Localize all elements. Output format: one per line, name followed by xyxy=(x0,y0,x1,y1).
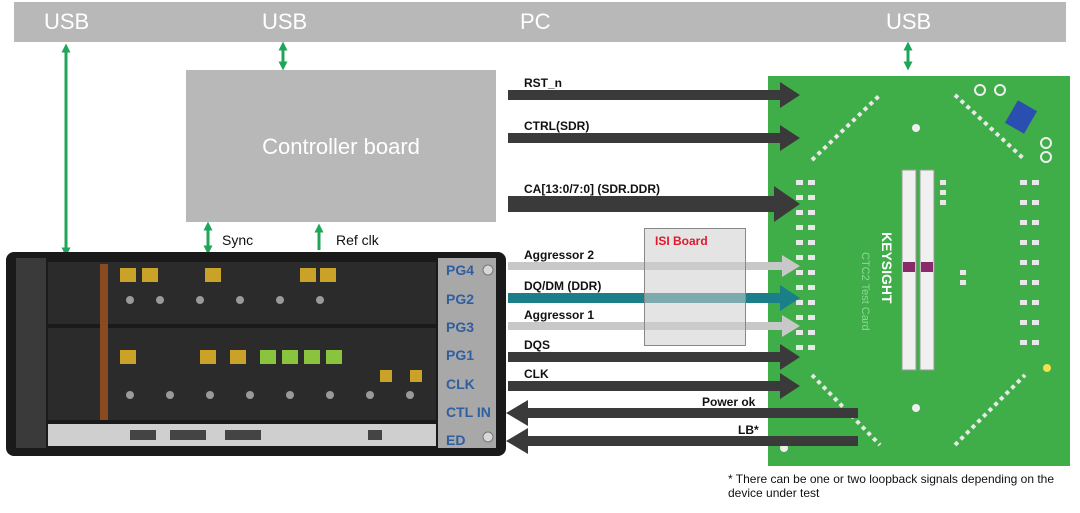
test-card-pads xyxy=(796,180,1039,350)
usb-left-label: USB xyxy=(44,9,90,34)
module-connectors-gold xyxy=(120,268,422,382)
chassis-port-knobs xyxy=(482,264,494,443)
module-connectors-silver xyxy=(126,296,414,399)
arrow-lb xyxy=(506,428,858,454)
controller-board: Controller board xyxy=(186,70,496,222)
arrow-ca xyxy=(508,186,800,222)
pcb-hole-top xyxy=(912,124,920,132)
signal-ctrl: CTRL(SDR) xyxy=(524,119,590,133)
test-card-title: CTC2 Test Card xyxy=(859,252,871,331)
signal-lb: LB* xyxy=(738,423,759,437)
port-ctl-in: CTL IN xyxy=(446,404,491,420)
port-clk: CLK xyxy=(446,376,475,392)
module-bottom-ports xyxy=(130,430,382,440)
ref-clk-label: Ref clk xyxy=(336,232,379,248)
signal-aggressor1: Aggressor 1 xyxy=(524,308,595,322)
isi-board-label: ISI Board xyxy=(655,234,708,248)
port-pg4: PG4 xyxy=(446,262,475,278)
module-connectors-green xyxy=(260,350,342,364)
pcb-chip xyxy=(1004,100,1038,134)
pcb-led xyxy=(1043,364,1051,372)
sync-label: Sync xyxy=(222,232,254,248)
signal-power-ok: Power ok xyxy=(702,395,756,409)
isi-board: ISI Board xyxy=(644,228,746,346)
usb-mid-label: USB xyxy=(262,9,308,34)
signal-dqs: DQS xyxy=(524,338,551,352)
usb-right-label: USB xyxy=(886,9,932,34)
controller-board-label: Controller board xyxy=(262,134,420,159)
module-top xyxy=(48,262,436,324)
slot-marker-left xyxy=(903,262,915,272)
test-card-pcb xyxy=(768,76,1070,466)
test-card-brand: KEYSIGHT xyxy=(879,232,895,304)
pcb-mount-2 xyxy=(994,84,1006,96)
port-ed: ED xyxy=(446,432,466,448)
pcb-mount-4 xyxy=(1040,151,1052,163)
pc-bar xyxy=(14,2,1066,42)
arrow-clk xyxy=(508,373,800,399)
arrow-ctrl xyxy=(508,125,800,151)
arrow-rst-n xyxy=(508,82,800,108)
chassis-left-rail xyxy=(16,258,46,448)
slot-marker-right xyxy=(921,262,933,272)
arrow-dqs xyxy=(508,344,800,370)
signal-clk: CLK xyxy=(524,367,549,381)
signal-dq: DQ/DM (DDR) xyxy=(524,279,602,293)
arrow-power-ok xyxy=(506,400,858,426)
port-pg3: PG3 xyxy=(446,319,475,335)
pcb-hole-bottom xyxy=(912,404,920,412)
port-pg1: PG1 xyxy=(446,347,475,363)
dark-arrows xyxy=(506,82,858,454)
module-cable xyxy=(100,264,108,420)
signal-rst-n: RST_n xyxy=(524,76,563,90)
pcb-mount-3 xyxy=(1040,137,1052,149)
module-middle xyxy=(48,328,436,420)
chassis-port-column xyxy=(438,258,496,448)
footnote: * There can be one or two loopback signa… xyxy=(728,472,1055,500)
signal-aggressor2: Aggressor 2 xyxy=(524,248,595,262)
signal-ca: CA[13:0/7:0] (SDR.DDR) xyxy=(524,182,661,196)
pcb-mount-1 xyxy=(974,84,986,96)
pc-label: PC xyxy=(520,9,551,34)
port-pg2: PG2 xyxy=(446,291,475,307)
